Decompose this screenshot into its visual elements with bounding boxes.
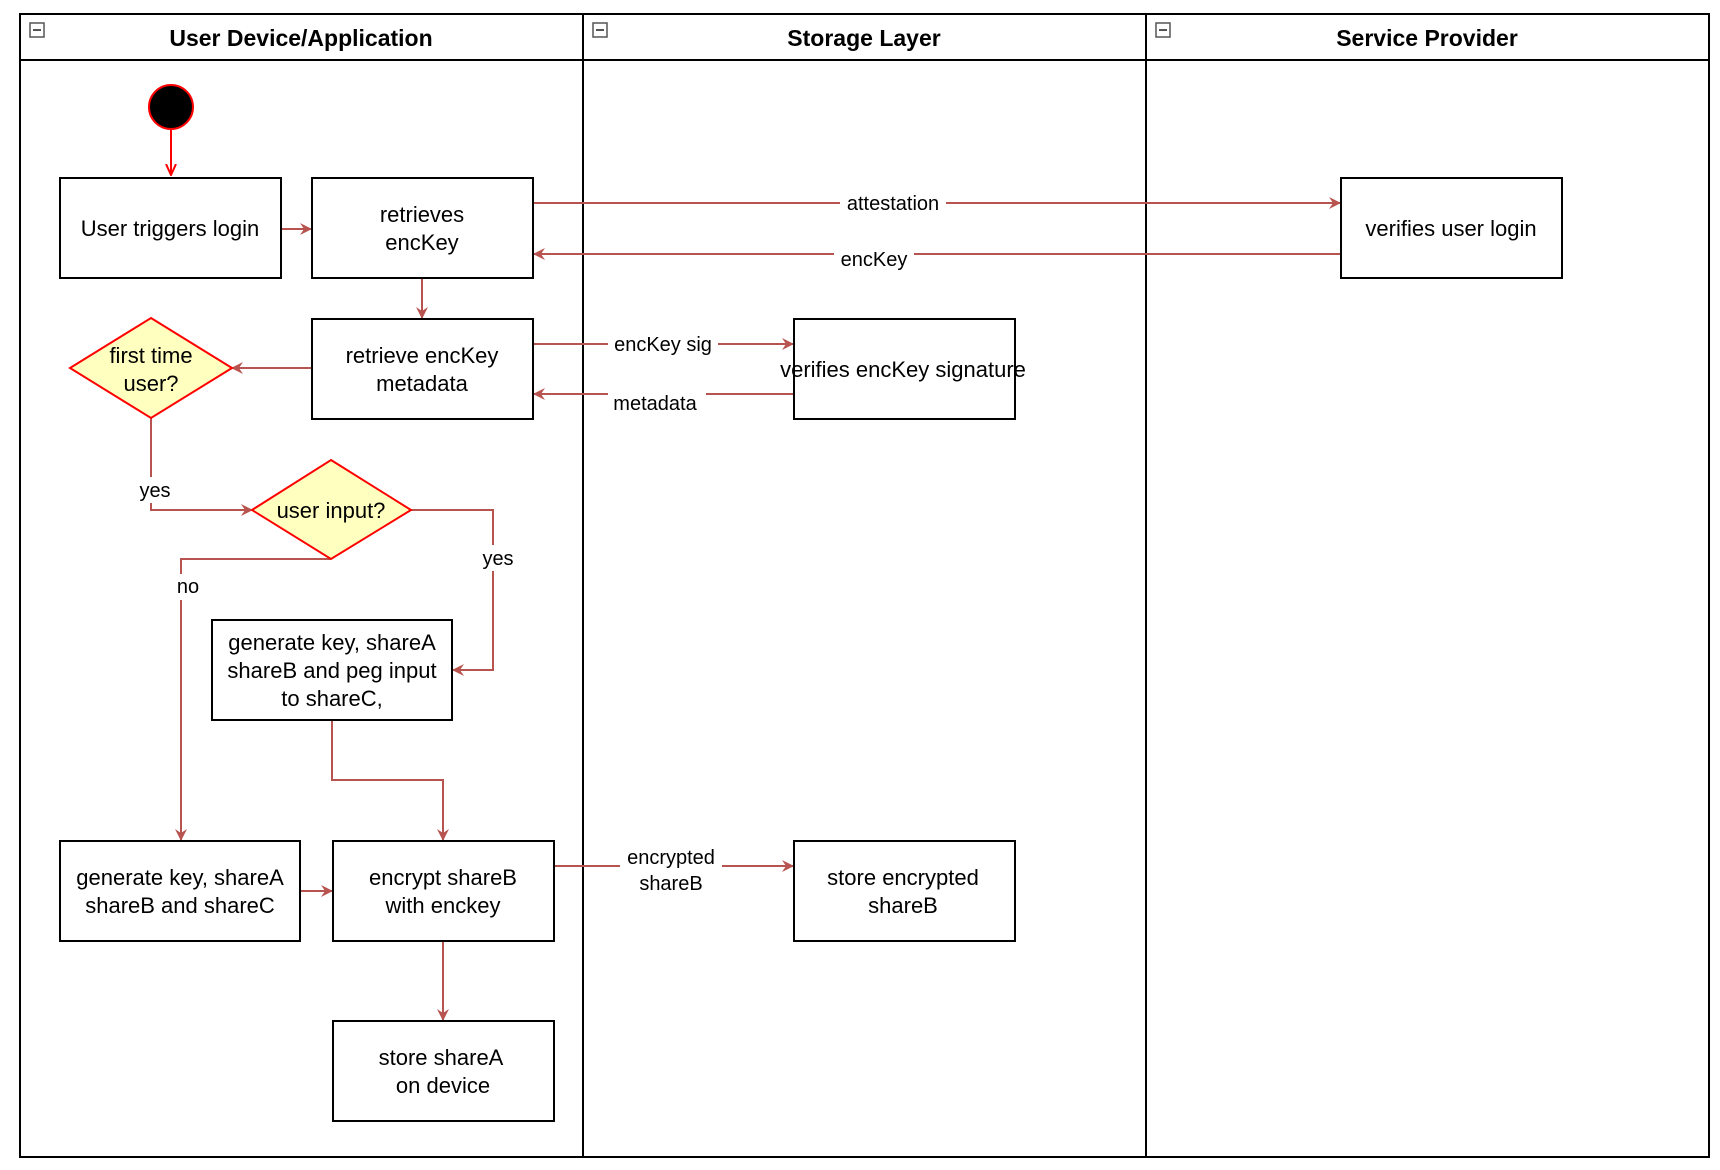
edge-label-metadata: metadata — [613, 393, 697, 415]
decision-label: user input? — [277, 498, 386, 523]
node-retrieves-enckey[interactable]: retrieves encKey — [311, 177, 534, 279]
node-label: with enckey — [385, 893, 501, 918]
node-label: verifies encKey signature — [780, 357, 1026, 382]
lane-storage-layer: Storage Layer — [582, 13, 1147, 1158]
node-generate-key-peg-input[interactable]: generate key, shareA shareB and peg inpu… — [211, 619, 453, 721]
edge-label-enckey-sig: encKey sig — [614, 334, 712, 356]
node-user-triggers-login[interactable]: User triggers login — [59, 177, 282, 279]
edge-label-attestation: attestation — [847, 193, 939, 215]
node-label: shareB and shareC — [85, 893, 275, 918]
node-verifies-user-login[interactable]: verifies user login — [1340, 177, 1563, 279]
edge-first-time-yes — [150, 418, 253, 516]
edge-label-yes: yes — [482, 548, 513, 570]
edge-label-no: no — [177, 576, 199, 598]
lane-title: Storage Layer — [787, 25, 940, 51]
edge-label-yes: yes — [139, 480, 170, 502]
node-label: User triggers login — [81, 216, 260, 241]
lane-collapse-icon[interactable] — [29, 22, 45, 38]
node-encrypt-shareb[interactable]: encrypt shareB with enckey — [332, 840, 555, 942]
lane-title: Service Provider — [1336, 25, 1518, 51]
node-label: encKey — [385, 230, 458, 255]
lane-collapse-icon[interactable] — [592, 22, 608, 38]
decision-label: user? — [123, 371, 178, 396]
node-retrieve-enckey-metadata[interactable]: retrieve encKey metadata — [311, 318, 534, 420]
node-verifies-enckey-signature[interactable]: verifies encKey signature — [780, 318, 1026, 420]
decision-user-input[interactable]: user input? — [250, 458, 413, 561]
edge-label-encrypted-shareb: shareB — [639, 873, 702, 895]
node-label: store encrypted — [827, 865, 979, 890]
decision-label: first time — [109, 343, 192, 368]
node-store-encrypted-shareb[interactable]: store encrypted shareB — [793, 840, 1016, 942]
node-label: verifies user login — [1365, 216, 1536, 241]
node-label: store shareA — [379, 1045, 504, 1070]
lane-service-provider: Service Provider — [1145, 13, 1710, 1158]
decision-first-time-user[interactable]: first time user? — [68, 316, 234, 420]
node-generate-key-shares[interactable]: generate key, shareA shareB and shareC — [59, 840, 301, 942]
node-store-sharea[interactable]: store shareA on device — [332, 1020, 555, 1122]
node-label: shareB — [868, 893, 938, 918]
node-label: shareB and peg input — [227, 658, 436, 683]
start-node[interactable] — [148, 84, 194, 130]
lane-title: User Device/Application — [169, 25, 432, 51]
node-label: generate key, shareA — [76, 865, 284, 890]
node-label: to shareC, — [281, 686, 383, 711]
edge-user-input-no — [175, 558, 331, 841]
node-label: retrieves — [380, 202, 464, 227]
edge-labels: attestation encKey encKey sig metadata y… — [134, 190, 946, 895]
node-label: generate key, shareA — [228, 630, 436, 655]
node-label: metadata — [376, 371, 468, 396]
edge-peg-to-encrypt — [331, 720, 449, 841]
edge-label-encrypted-shareb: encrypted — [627, 847, 715, 869]
edge-label-enckey: encKey — [841, 249, 908, 271]
node-label: encrypt shareB — [369, 865, 517, 890]
node-label: on device — [396, 1073, 490, 1098]
lane-collapse-icon[interactable] — [1155, 22, 1171, 38]
node-label: retrieve encKey — [346, 343, 499, 368]
edge-user-input-yes — [411, 509, 494, 676]
